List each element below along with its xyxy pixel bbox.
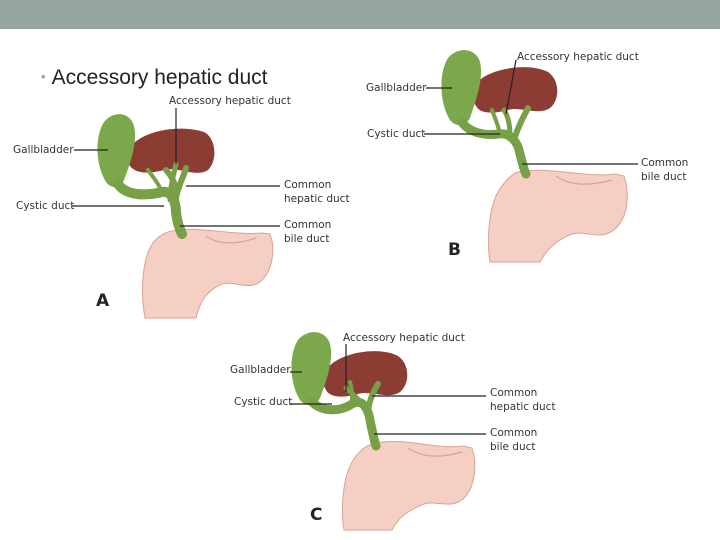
panel-b-letter: B: [448, 240, 461, 260]
panel-c-label-common-bile-2: bile duct: [490, 441, 536, 453]
panel-c-label-gallbladder: Gallbladder: [230, 364, 291, 376]
slide-bullet: • Accessory hepatic duct: [41, 66, 268, 90]
panel-c-label-common-hepatic-2: hepatic duct: [490, 401, 556, 413]
panel-c-label-common-bile-1: Common: [490, 427, 537, 439]
panel-c-label-accessory-hepatic-duct: Accessory hepatic duct: [343, 332, 465, 344]
panel-b-label-cystic-duct: Cystic duct: [367, 128, 425, 140]
panel-b-liver: [472, 67, 558, 113]
panel-a-label-gallbladder: Gallbladder: [13, 144, 74, 156]
panel-b-duodenum: [487, 169, 628, 263]
bullet-text: Accessory hepatic duct: [51, 66, 268, 89]
panel-a-letter: A: [96, 291, 110, 311]
panel-a-ducts: [113, 161, 189, 239]
panel-b-ducts: [457, 105, 531, 179]
panel-a-gallbladder: [97, 114, 136, 188]
panel-a-label-cystic-duct: Cystic duct: [16, 200, 74, 212]
panel-b: Accessory hepatic duct Gallbladder Cysti…: [366, 50, 688, 263]
panel-b-label-common-bile-2: bile duct: [641, 171, 687, 183]
bullet-dot: •: [41, 69, 46, 84]
panel-a-duodenum: [142, 228, 274, 319]
panel-a-liver: [126, 128, 215, 173]
panel-c-duodenum: [341, 441, 476, 531]
panel-c-label-cystic-duct: Cystic duct: [234, 396, 292, 408]
panel-a-label-accessory-hepatic-duct: Accessory hepatic duct: [169, 95, 291, 107]
panel-a-label-common-bile-1: Common: [284, 219, 331, 231]
panel-c: Accessory hepatic duct Gallbladder Cysti…: [230, 332, 556, 531]
panel-a-duodenum-fold: [205, 235, 257, 244]
panel-c-ducts: [307, 380, 381, 451]
panel-c-letter: C: [310, 505, 322, 525]
panel-b-label-gallbladder: Gallbladder: [366, 82, 427, 94]
panel-a-label-common-hepatic-1: Common: [284, 179, 331, 191]
panel-a: Accessory hepatic duct Gallbladder Cysti…: [13, 95, 350, 319]
panel-c-duodenum-fold: [407, 447, 463, 457]
panel-c-gallbladder: [291, 332, 332, 406]
panel-b-label-accessory-hepatic-duct: Accessory hepatic duct: [517, 51, 639, 63]
panel-b-gallbladder: [441, 50, 482, 126]
slide-header-bar: [0, 0, 720, 29]
panel-a-label-common-hepatic-2: hepatic duct: [284, 193, 350, 205]
panel-b-duodenum-fold: [555, 175, 613, 185]
panel-a-label-common-bile-2: bile duct: [284, 233, 330, 245]
panel-c-label-common-hepatic-1: Common: [490, 387, 537, 399]
panel-c-liver: [323, 351, 408, 397]
panel-b-label-common-bile-1: Common: [641, 157, 688, 169]
